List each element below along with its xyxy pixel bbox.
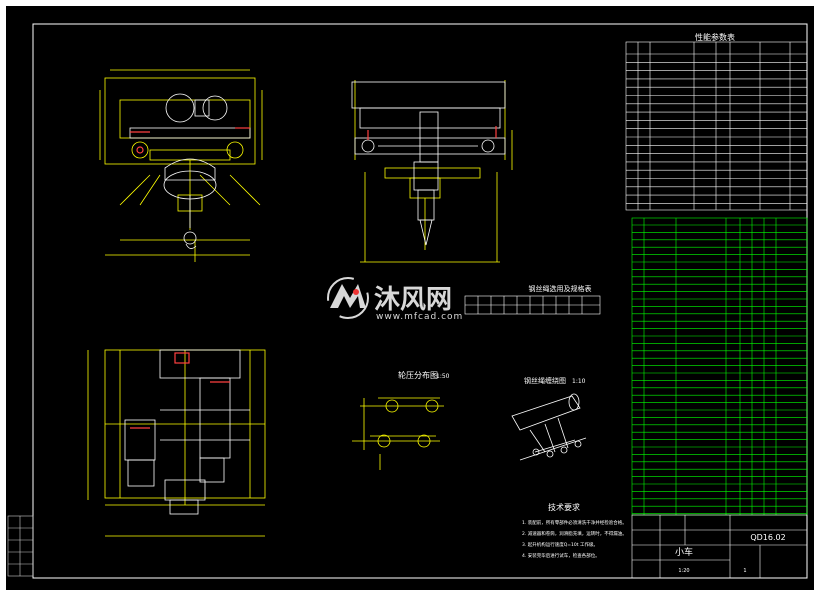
tech-requirement-line-4: 4. 安装完毕后进行试车，检查各部位。 [522,552,600,559]
rope-selection-table [464,295,601,315]
tech-requirement-line-3: 3. 起升机构运行速度Q=10t 工作级。 [522,541,598,548]
watermark-url: www.mfcad.com [376,312,463,322]
watermark-logo-icon [327,277,369,319]
drawing-quantity: 1 [743,568,746,574]
watermark: 沐风网 www.mfcad.com [327,277,463,322]
parts-list-table [631,217,808,516]
rope-winding-diagram [511,393,587,461]
rope-selection-title: 钢丝绳选用及规格表 [529,284,592,293]
part-name: 小车 [675,546,693,558]
wheel-pressure-scale: 1:50 [436,373,450,380]
tech-requirement-line-2: 2. 减速器和卷筒，润滑脂充填，运转时，不得漏油。 [522,530,627,537]
plan-view-accents [130,352,230,429]
rope-winding-scale: 1:10 [572,378,586,385]
performance-table-title: 性能参数表 [695,32,735,42]
left-title-strip [7,515,34,577]
tech-requirements-title: 技术要求 [548,502,580,512]
plan-view-details [124,349,250,515]
wheel-pressure-diagram [352,397,444,470]
front-view-accents [130,127,250,154]
drawing-scale: 1:20 [678,568,689,574]
tech-requirement-line-1: 1. 装配前，所有零部件必须清洗干净并经检验合格。 [522,519,627,526]
drawing-number: QD16.02 [750,533,785,542]
title-block [631,514,808,579]
side-view-details [351,81,506,246]
front-view-details [129,93,251,249]
performance-table [625,41,808,211]
drawing-background [6,6,814,590]
watermark-brand: 沐风网 [374,285,452,315]
wheel-pressure-title: 轮压分布图 [398,370,438,380]
rope-winding-title: 钢丝绳缠绕图 [524,376,566,385]
side-view-accents [367,126,497,140]
